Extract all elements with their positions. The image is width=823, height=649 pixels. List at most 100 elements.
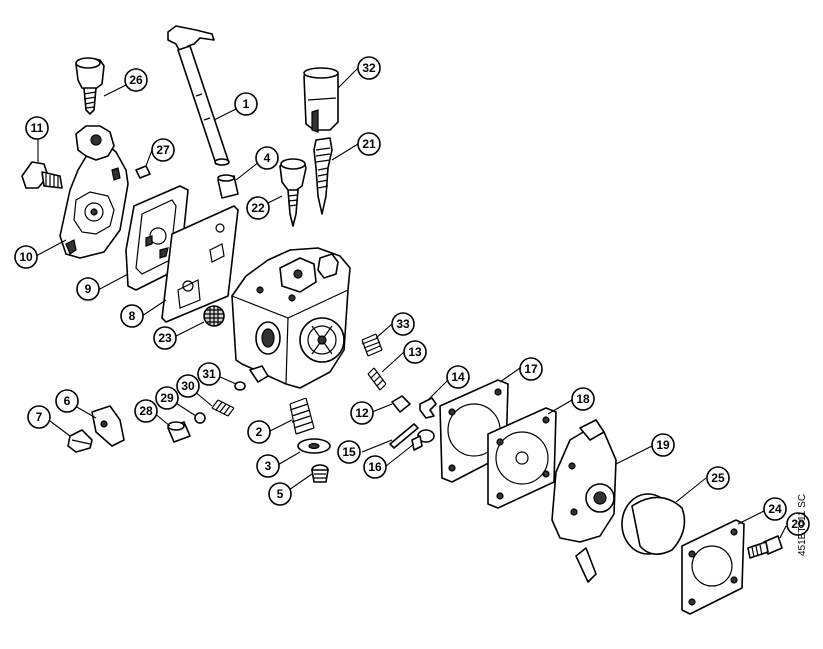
part-inlet-needle-12 [391,395,411,413]
svg-text:21: 21 [362,137,376,151]
part-idle-screw-26 [75,57,105,115]
part-screw-16 [411,429,435,451]
callout-3: 3 [256,454,280,478]
svg-text:19: 19 [656,438,670,452]
part-pump-body-19 [551,419,617,583]
svg-text:17: 17 [524,362,538,376]
svg-text:31: 31 [202,367,216,381]
callout-1: 1 [234,92,258,116]
part-plate-8 [161,205,239,323]
svg-text:22: 22 [251,201,265,215]
callout-16: 16 [363,455,387,479]
part-screen-23 [203,305,225,327]
svg-text:10: 10 [19,250,33,264]
svg-text:25: 25 [711,471,725,485]
svg-text:13: 13 [408,345,422,359]
svg-text:6: 6 [64,394,71,408]
part-washer-3 [297,438,331,454]
callout-5: 5 [268,482,292,506]
callout-8: 8 [120,304,144,328]
part-sleeve-28 [167,421,191,443]
part-screw-11 [21,161,63,189]
callout-10: 10 [14,245,38,269]
callout-17: 17 [519,357,543,381]
svg-text:28: 28 [139,404,153,418]
part-spring-13 [367,367,387,391]
leader-lines [35,67,787,539]
svg-text:33: 33 [396,317,410,331]
svg-text:20: 20 [791,517,805,531]
callout-33: 33 [391,312,415,336]
part-end-cover-10 [59,125,129,259]
part-sleeve-4 [217,174,239,199]
callout-24: 24 [763,497,787,521]
svg-text:29: 29 [160,391,174,405]
callout-15: 15 [337,440,361,464]
callout-29: 29 [155,386,179,410]
svg-text:7: 7 [36,410,43,424]
part-carburetor-body [231,247,351,389]
svg-text:8: 8 [129,309,136,323]
part-limiter-cap-32 [303,67,339,133]
svg-text:11: 11 [31,121,44,135]
svg-text:18: 18 [576,392,590,406]
callout-31: 31 [197,362,221,386]
svg-text:1: 1 [243,97,250,111]
callout-30: 30 [176,374,200,398]
part-ring-31 [234,381,246,391]
svg-text:3: 3 [265,459,272,473]
part-pin-15 [389,423,419,449]
callout-26: 26 [124,68,148,92]
part-screw-7 [67,429,93,453]
part-needle-21 [313,137,333,215]
svg-text:26: 26 [129,73,143,87]
part-pin-27 [135,165,151,179]
part-primer-bulb-25 [621,493,686,555]
callout-4: 4 [255,146,279,170]
callout-21: 21 [357,132,381,156]
part-washer-29 [194,412,206,424]
callouts: 1 2 3 4 5 6 7 8 9 10 11 12 13 14 15 16 1… [14,56,810,536]
part-needle-22 [279,158,307,227]
svg-text:30: 30 [181,379,195,393]
callout-14: 14 [446,365,470,389]
callout-20: 20 [786,512,810,536]
part-spring-30 [211,399,235,417]
reference-code: 451ET011 SC [797,493,808,556]
part-screw-20 [747,535,783,559]
callout-2: 2 [247,420,271,444]
svg-text:9: 9 [85,282,92,296]
svg-text:23: 23 [158,331,172,345]
callout-22: 22 [246,196,270,220]
svg-text:27: 27 [156,143,170,157]
part-spring-2 [289,397,315,435]
svg-text:24: 24 [768,502,782,516]
svg-text:16: 16 [368,460,382,474]
callout-18: 18 [571,387,595,411]
callout-7: 7 [27,405,51,429]
part-diaphragm-18 [487,407,557,509]
callout-23: 23 [153,326,177,350]
callout-25: 25 [706,466,730,490]
svg-text:32: 32 [362,61,376,75]
svg-text:2: 2 [256,425,263,439]
callout-27: 27 [151,138,175,162]
svg-text:5: 5 [277,487,284,501]
callout-32: 32 [357,56,381,80]
callout-28: 28 [134,399,158,423]
callout-6: 6 [55,389,79,413]
part-throttle-shaft [167,25,230,166]
callout-9: 9 [76,277,100,301]
part-spring-33 [361,333,383,357]
part-lever-6 [91,405,125,447]
callout-13: 13 [403,340,427,364]
svg-text:4: 4 [264,151,271,165]
callout-11: 11 [25,116,49,140]
svg-text:14: 14 [451,370,465,384]
part-screw-5 [311,464,329,483]
callout-12: 12 [350,401,374,425]
part-flange-plate-24 [681,519,745,615]
callout-19: 19 [651,433,675,457]
svg-text:15: 15 [342,445,356,459]
